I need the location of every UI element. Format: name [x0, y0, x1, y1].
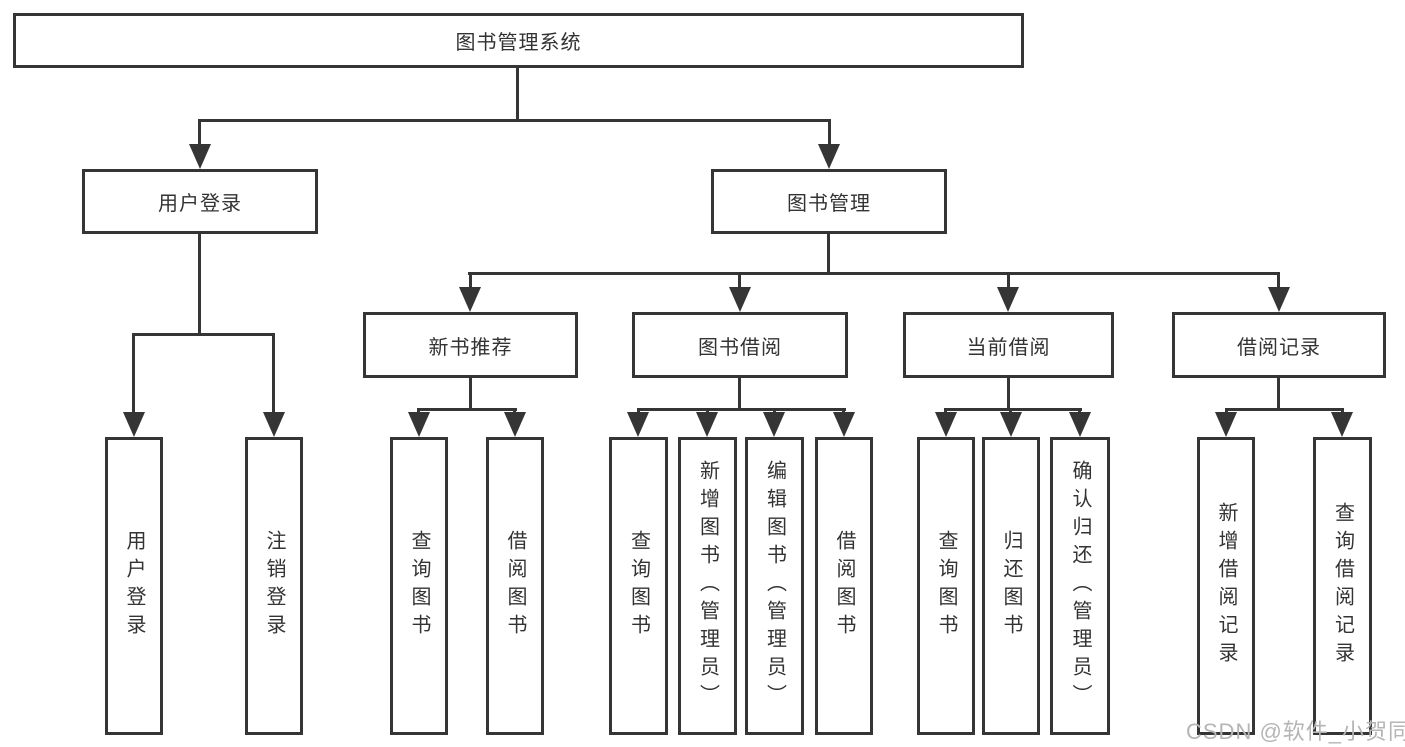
node-leaf-bb-edit-books: 编辑图书（管理员） — [745, 437, 804, 735]
arrowhead — [504, 412, 526, 437]
arrowhead — [1268, 287, 1290, 312]
node-leaf-bb-add-books: 新增图书（管理员） — [678, 437, 737, 735]
leaf-label: 注销登录 — [263, 530, 285, 642]
connector-curborrow-trunk — [1007, 377, 1010, 410]
leaf-label: 查询借阅记录 — [1331, 502, 1354, 670]
connector-newbook-hline — [417, 408, 517, 411]
connector-l3-stem4 — [1277, 272, 1280, 288]
connector-l3-stem3 — [1007, 272, 1010, 288]
connector-l3-hline — [468, 272, 1280, 275]
arrowhead — [833, 412, 855, 437]
leaf-label: 查询图书 — [627, 530, 650, 642]
arrowhead — [935, 412, 957, 437]
node-leaf-user-login: 用户登录 — [105, 437, 163, 735]
node-leaf-br-query-record: 查询借阅记录 — [1313, 437, 1372, 735]
arrowhead — [263, 412, 285, 437]
leaf-label: 新增图书（管理员） — [696, 460, 719, 712]
leaf-label: 用户登录 — [123, 530, 145, 642]
node-book-management: 图书管理 — [711, 169, 947, 234]
arrowhead — [459, 287, 481, 312]
watermark: CSDN @软件_小贺同学 — [1186, 719, 1405, 744]
leaf-label: 查询图书 — [408, 530, 430, 642]
node-leaf-bb-query-books: 查询图书 — [609, 437, 668, 735]
arrowhead — [189, 144, 211, 169]
connector-l2-stem-left — [198, 119, 201, 147]
node-user-login: 用户登录 — [82, 169, 318, 234]
node-leaf-cb-confirm-return: 确认归还（管理员） — [1050, 437, 1110, 735]
connector-l2-stem-right — [828, 119, 831, 147]
connector-curborrow-hline — [944, 408, 1082, 411]
node-leaf-logout: 注销登录 — [245, 437, 303, 735]
node-leaf-rec-borrow-books: 借阅图书 — [486, 437, 544, 735]
connector-userlogin-hline — [132, 333, 275, 336]
arrowhead — [997, 287, 1019, 312]
connector-newbook-trunk — [469, 377, 472, 410]
connector-root-trunk — [516, 66, 519, 122]
arrowhead — [763, 412, 785, 437]
arrowhead — [1069, 412, 1091, 437]
leaf-label: 新增借阅记录 — [1215, 502, 1237, 670]
arrowhead — [729, 287, 751, 312]
connector-l3-stem1 — [469, 272, 472, 288]
node-leaf-rec-query-books: 查询图书 — [390, 437, 448, 735]
connector-userlogin-stem2 — [272, 333, 275, 414]
connector-userlogin-stem1 — [132, 333, 135, 414]
node-leaf-cb-query-books: 查询图书 — [917, 437, 975, 735]
leaf-label: 编辑图书（管理员） — [763, 460, 786, 712]
connector-bookborrow-hline — [637, 408, 846, 411]
arrowhead — [818, 144, 840, 169]
node-leaf-cb-return-books: 归还图书 — [982, 437, 1040, 735]
leaf-label: 借阅图书 — [504, 530, 526, 642]
node-leaf-bb-borrow-books: 借阅图书 — [815, 437, 873, 735]
node-book-borrowing: 图书借阅 — [632, 312, 848, 378]
connector-bookborrow-trunk — [738, 377, 741, 410]
arrowhead — [123, 412, 145, 437]
node-library-system: 图书管理系统 — [13, 13, 1024, 68]
arrowhead — [627, 412, 649, 437]
node-current-borrowing: 当前借阅 — [903, 312, 1114, 378]
leaf-label: 确认归还（管理员） — [1069, 460, 1091, 712]
arrowhead — [1215, 412, 1237, 437]
connector-l3-stem2 — [738, 272, 741, 288]
node-new-book-recommend: 新书推荐 — [363, 312, 578, 378]
connector-bookmgmt-trunk — [827, 233, 830, 275]
connector-userlogin-trunk — [198, 233, 201, 336]
arrowhead — [1000, 412, 1022, 437]
arrowhead — [1331, 412, 1353, 437]
connector-records-hline — [1225, 408, 1344, 411]
leaf-label: 归还图书 — [1000, 530, 1022, 642]
leaf-label: 借阅图书 — [833, 530, 855, 642]
node-borrowing-records: 借阅记录 — [1172, 312, 1386, 378]
arrowhead — [696, 412, 718, 437]
connector-l2-hline — [198, 119, 831, 122]
connector-records-trunk — [1277, 377, 1280, 410]
node-leaf-br-add-record: 新增借阅记录 — [1197, 437, 1255, 735]
leaf-label: 查询图书 — [935, 530, 957, 642]
arrowhead — [408, 412, 430, 437]
